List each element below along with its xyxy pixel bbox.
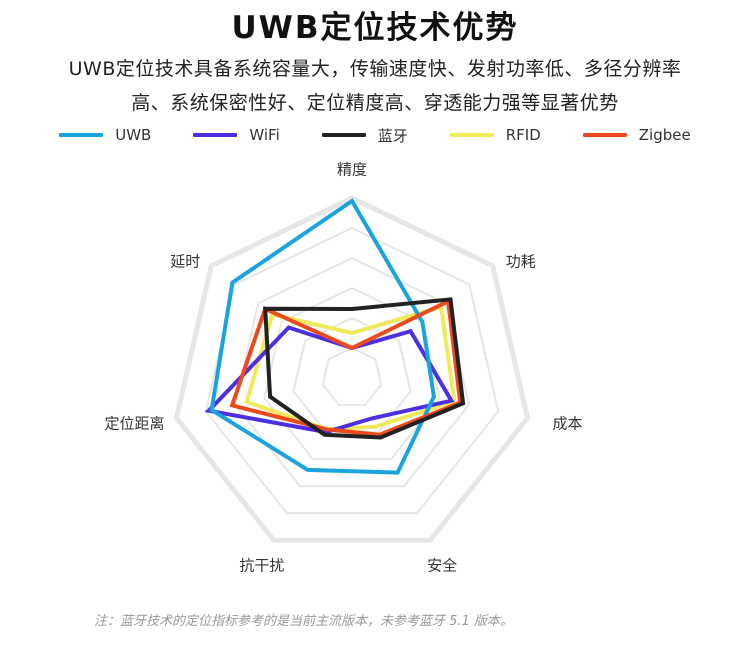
- subtitle-line-1: UWB定位技术具备系统容量大，传输速度快、发射功率低、多径分辨率: [68, 58, 682, 80]
- axis-label-6: 延时: [170, 252, 200, 270]
- axis-label-5: 定位距离: [104, 415, 164, 433]
- radar-grid: [173, 195, 531, 543]
- subtitle: UWB定位技术具备系统容量大，传输速度快、发射功率低、多径分辨率 高、系统保密性…: [20, 52, 730, 120]
- page-title: UWB定位技术优势: [231, 10, 519, 46]
- legend-swatch-zigbee: [582, 133, 627, 137]
- legend-label-rfid: RFID: [505, 126, 541, 144]
- radar-grid-ring: [173, 195, 531, 543]
- legend-swatch-uwb: [59, 133, 104, 137]
- legend-item-wifi: WiFi: [193, 126, 280, 144]
- legend-swatch-rfid: [449, 133, 494, 137]
- legend-label-bluetooth: 蓝牙: [377, 126, 408, 145]
- legend-item-bluetooth: 蓝牙: [321, 125, 408, 146]
- legend-label-uwb: UWB: [115, 126, 152, 144]
- legend-item-zigbee: Zigbee: [582, 126, 691, 144]
- axis-label-4: 抗干扰: [239, 557, 284, 575]
- axis-label-3: 安全: [427, 557, 457, 575]
- legend-label-zigbee: Zigbee: [638, 126, 691, 144]
- axis-label-0: 精度: [337, 161, 367, 179]
- legend-swatch-bluetooth: [321, 133, 366, 137]
- radar-series-zigbee: [229, 298, 463, 437]
- radar-series-uwb: [209, 198, 436, 475]
- footnote: 注：蓝牙技术的定位指标参考的是当前主流版本，未参考蓝牙 5.1 版本。: [94, 614, 513, 629]
- radar-series-wifi: [204, 325, 455, 435]
- chart-legend: UWB WiFi 蓝牙 RFID Zigbee: [0, 122, 750, 148]
- legend-swatch-wifi: [193, 133, 238, 137]
- radar-chart: 精度功耗成本安全 抗干扰 定位距离 延时: [0, 160, 750, 600]
- legend-item-rfid: RFID: [449, 126, 541, 144]
- legend-item-uwb: UWB: [59, 126, 151, 144]
- axis-label-1: 功耗: [506, 252, 536, 270]
- radar-grid-ring: [321, 346, 383, 406]
- legend-label-wifi: WiFi: [249, 126, 280, 144]
- axis-label-2: 成本: [552, 415, 582, 433]
- subtitle-line-2: 高、系统保密性好、定位精度高、穿透能力强等显著优势: [131, 92, 619, 114]
- radar-series-bluetooth: [263, 297, 466, 440]
